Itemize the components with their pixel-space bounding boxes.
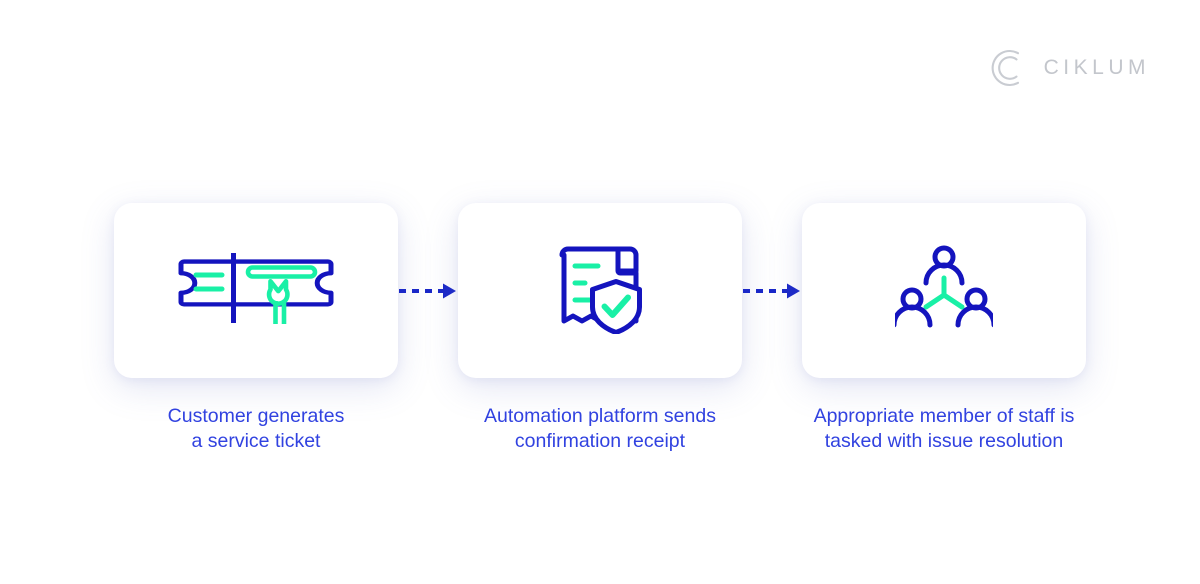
brand-name: CIKLUM [1043, 56, 1150, 79]
flow-caption-3: Appropriate member of staff is tasked wi… [813, 405, 1075, 452]
flow-card-1[interactable] [114, 203, 398, 378]
ciklum-c-logo-icon [990, 48, 1030, 88]
flow-card-3[interactable] [802, 203, 1086, 378]
dashed-arrow-right-icon [742, 203, 802, 378]
flow-card-2[interactable] [458, 203, 742, 378]
flow-caption-2: Automation platform sends confirmation r… [484, 405, 716, 452]
flow-step-1: Customer generates a service ticket [114, 203, 398, 454]
confirmation-receipt-shield-icon [554, 242, 646, 339]
staff-team-network-icon [891, 245, 997, 336]
service-ticket-icon [178, 248, 334, 333]
brand-logo: CIKLUM [990, 48, 1150, 88]
flow-step-3: Appropriate member of staff is tasked wi… [802, 203, 1086, 454]
flow-step-2: Automation platform sends confirmation r… [458, 203, 742, 454]
process-flow: Customer generates a service ticket [0, 203, 1200, 454]
dashed-arrow-right-icon [398, 203, 458, 378]
flow-caption-1: Customer generates a service ticket [167, 405, 345, 452]
